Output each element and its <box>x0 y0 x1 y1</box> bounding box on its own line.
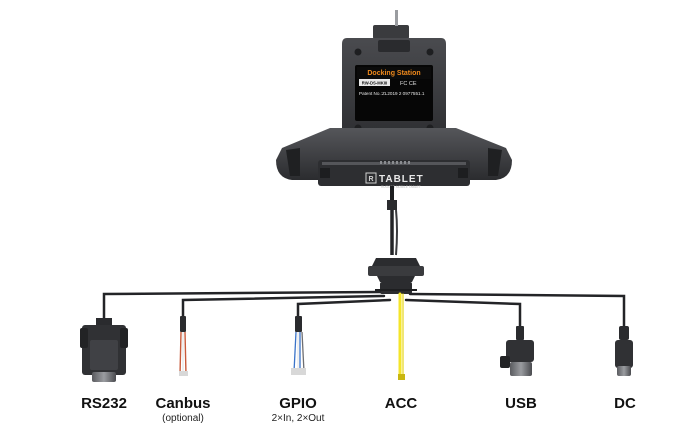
usb-label: USB <box>486 395 556 412</box>
gpio-sublabel: 2×In, 2×Out <box>271 413 325 424</box>
canbus-connector-icon <box>179 316 188 376</box>
main-cable <box>387 186 398 256</box>
rs232-connector-icon <box>80 318 128 382</box>
front-plate <box>318 160 470 186</box>
branch-wires <box>102 290 626 380</box>
brand-tagline: RUGGED MOBILE TABLET <box>381 185 421 189</box>
canbus-sublabel: (optional) <box>162 413 204 424</box>
screen-model: RW-DS-MKIII <box>362 81 387 86</box>
acc-label: ACC <box>366 395 436 412</box>
screen-title: Docking Station <box>367 70 420 77</box>
usb-label-text: USB <box>505 395 537 412</box>
usb-connector-icon <box>500 326 534 376</box>
dc-label: DC <box>590 395 660 412</box>
gpio-label-text: GPIO <box>279 395 317 412</box>
docking-station: Docking Station RW-DS-MKIII FC CE Patent… <box>276 10 512 189</box>
brand-logo-icon <box>365 172 377 184</box>
dc-label-text: DC <box>614 395 636 412</box>
canbus-label-text: Canbus <box>155 395 211 412</box>
gpio-label: GPIO 2×In, 2×Out <box>254 395 342 424</box>
top-clamp <box>373 25 409 39</box>
brand-name: TABLET <box>379 174 424 185</box>
rs232-label: RS232 <box>66 395 142 412</box>
dc-connector-icon <box>615 326 633 376</box>
splitter-hub <box>368 258 424 294</box>
gpio-connector-icon <box>291 316 306 375</box>
screen-patent: Patent No.:ZL2019 2 0977551.1 <box>359 91 425 96</box>
rs232-label-text: RS232 <box>81 395 127 412</box>
acc-label-text: ACC <box>384 395 418 412</box>
screen-marks: FC CE <box>400 81 417 87</box>
acc-wire-end-icon <box>398 374 405 380</box>
pogo-pins <box>380 161 410 164</box>
svg-text:R: R <box>368 176 373 183</box>
canbus-label: Canbus (optional) <box>140 395 226 424</box>
